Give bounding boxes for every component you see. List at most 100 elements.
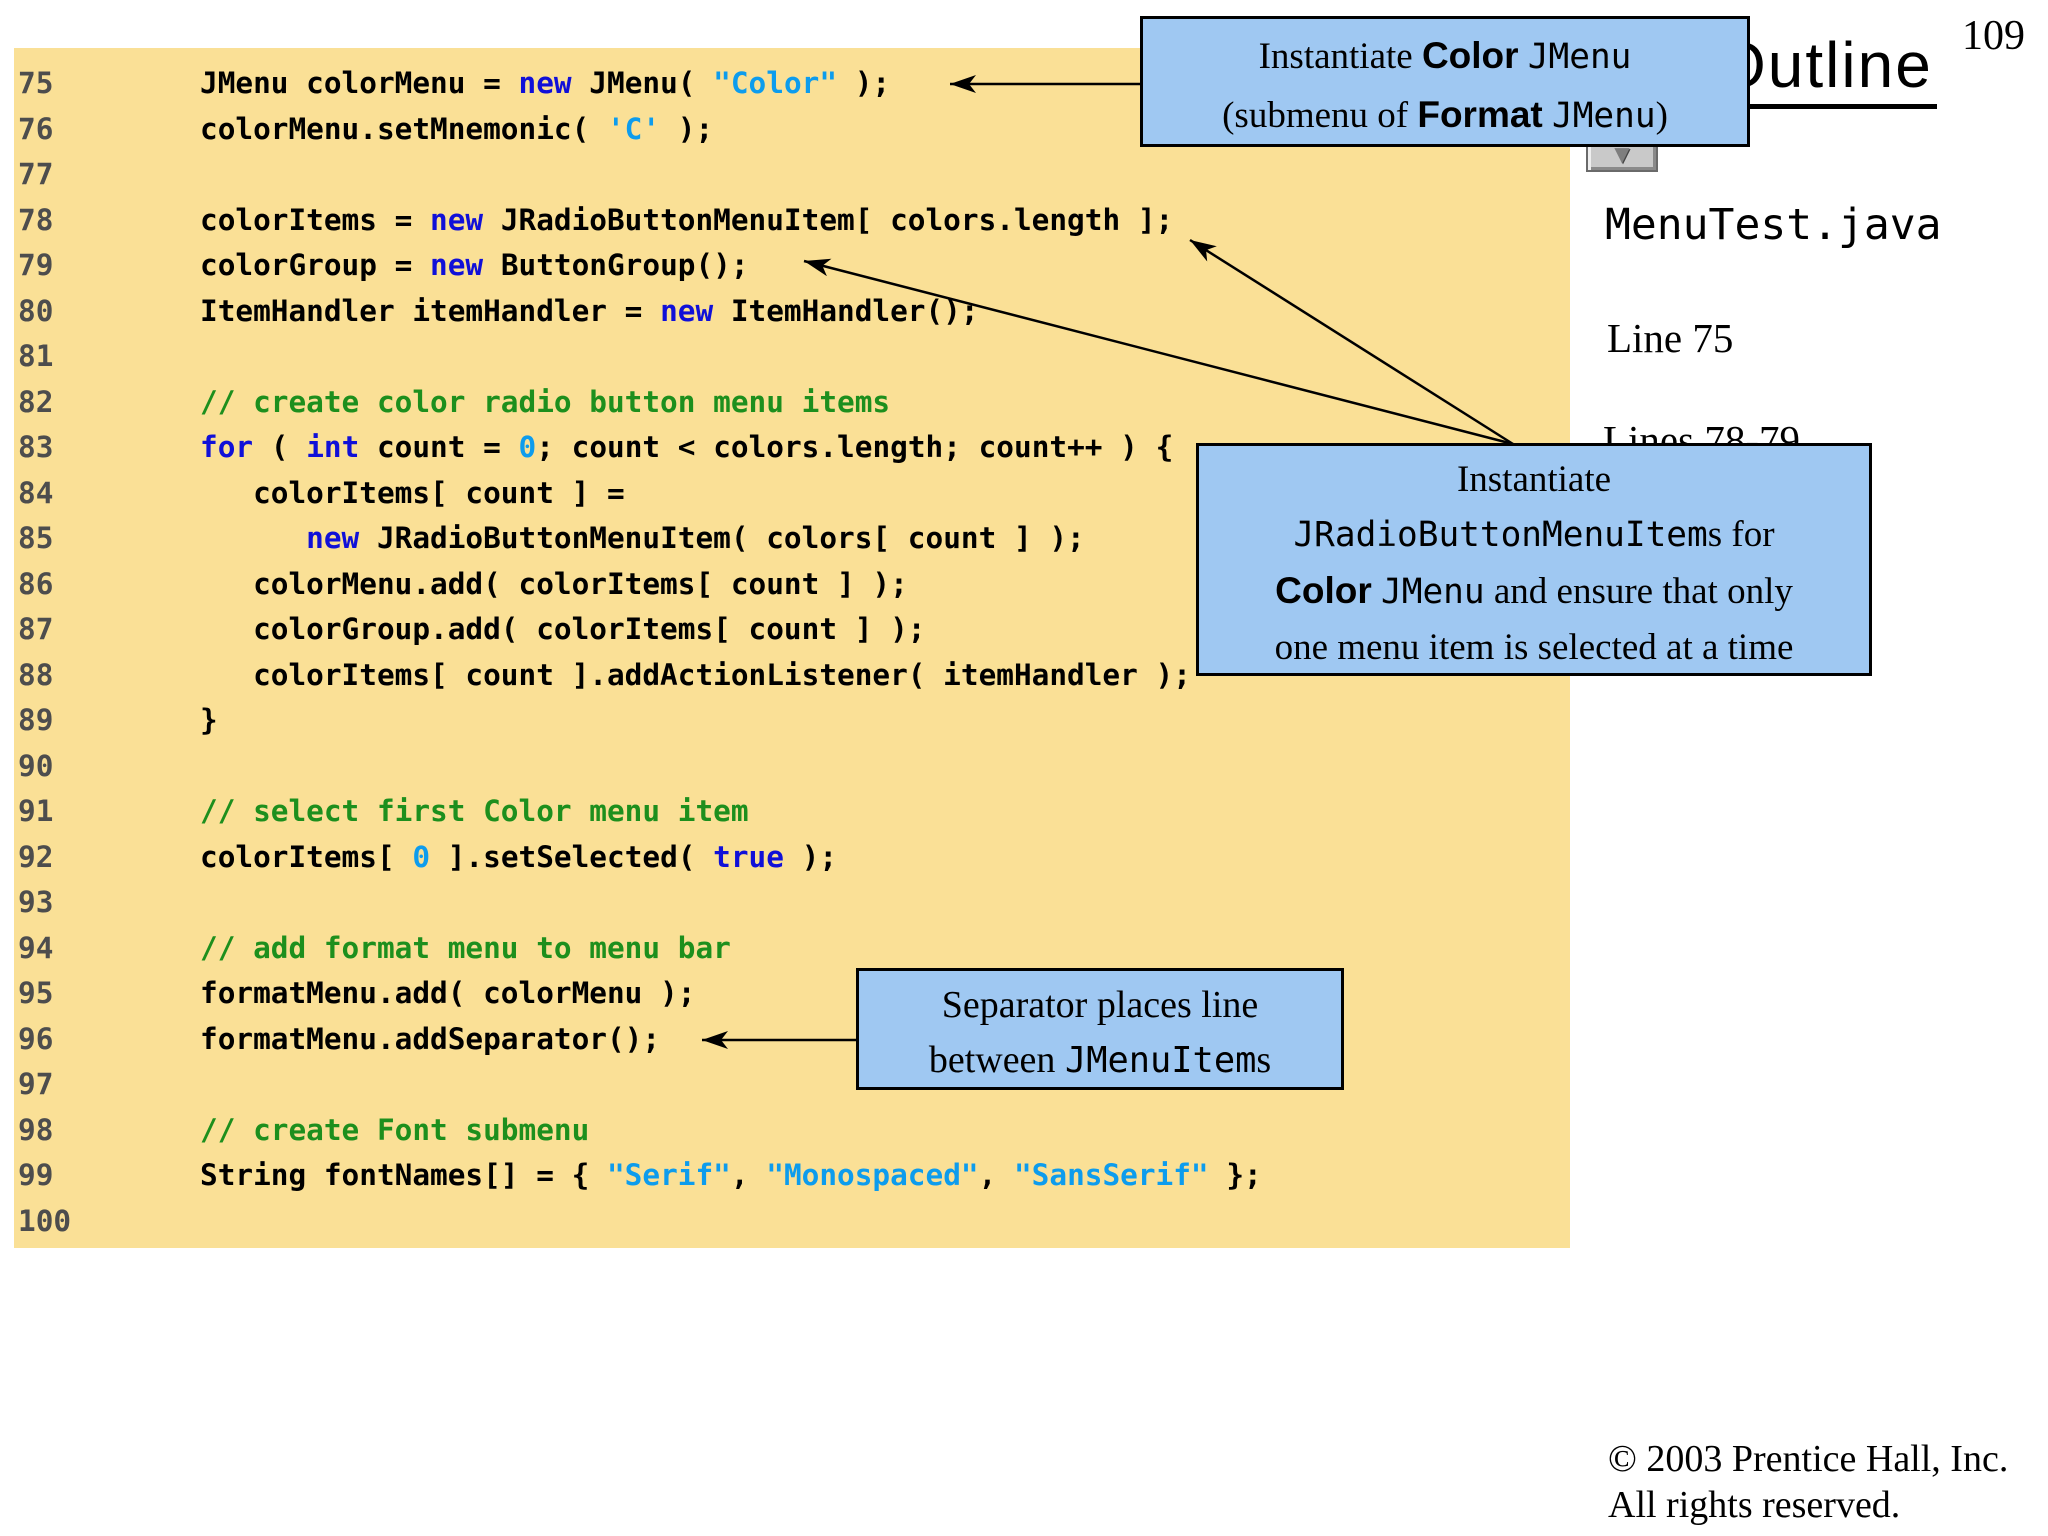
code-segment: "Monospaced" — [766, 1158, 979, 1192]
callout-line: (submenu of Format JMenu) — [1143, 86, 1747, 145]
callout-segment: JMenu — [1381, 572, 1485, 612]
code-segment: formatMenu.addSeparator(); — [200, 1021, 661, 1056]
callout-line: one menu item is selected at a time — [1199, 620, 1869, 675]
code-segment: new — [430, 248, 484, 282]
code-segment: colorMenu.add( colorItems[ count ] ); — [200, 566, 908, 601]
code-segment: // add format menu to menu bar — [200, 930, 731, 965]
copyright-notice: © 2003 Prentice Hall, Inc. All rights re… — [1608, 1436, 2008, 1528]
line-number: 92 — [18, 839, 54, 874]
code-segment: new — [518, 66, 572, 100]
callout-segment — [1519, 36, 1528, 77]
code-line: 84 colorItems[ count ] = — [14, 471, 1570, 517]
callout-segment: JMenu — [1552, 96, 1656, 136]
code-line: 82// create color radio button menu item… — [14, 380, 1570, 426]
line-number: 87 — [18, 612, 54, 646]
code-segment: colorItems[ count ].addActionListener( i… — [200, 657, 1191, 692]
line-number: 100 — [18, 1203, 72, 1238]
code-segment: colorMenu.setMnemonic( — [200, 111, 607, 146]
line-number: 77 — [18, 157, 54, 191]
outline-heading: Outline — [1714, 28, 1937, 109]
code-line: 97 — [14, 1062, 1570, 1108]
callout-instantiate-color-jmenu: Instantiate Color JMenu(submenu of Forma… — [1140, 16, 1750, 147]
code-line: 81 — [14, 334, 1570, 380]
callout-segment: Color — [1421, 35, 1519, 76]
code-segment: JMenu colorMenu = — [200, 66, 519, 100]
code-segment: // select first Color menu item — [200, 794, 749, 828]
line-number: 90 — [18, 748, 54, 783]
copyright-line-1: © 2003 Prentice Hall, Inc. — [1608, 1438, 2009, 1480]
copyright-line-2: All rights reserved. — [1608, 1484, 1901, 1526]
line-number: 78 — [18, 202, 54, 237]
outline-ref-line-75: Line 75 — [1607, 315, 1734, 361]
code-segment — [200, 521, 306, 555]
code-line: 96 formatMenu.addSeparator(); — [14, 1017, 1570, 1063]
line-number: 80 — [18, 293, 54, 328]
code-segment: colorItems = — [200, 202, 431, 237]
line-number: 97 — [18, 1067, 54, 1101]
code-segment: ].setSelected( — [430, 839, 714, 874]
code-segment: new — [306, 521, 360, 555]
code-line: 93 — [14, 880, 1570, 926]
line-number: 81 — [18, 339, 54, 373]
code-segment: "SansSerif" — [1013, 1158, 1209, 1192]
line-number: 99 — [18, 1158, 54, 1192]
line-number: 88 — [18, 657, 54, 692]
code-segment: }; — [1208, 1158, 1262, 1192]
line-number: 79 — [18, 248, 54, 282]
code-line: 76 colorMenu.setMnemonic( 'C' ); — [14, 107, 1570, 153]
callout-segment: between — [928, 1039, 1065, 1081]
code-segment: "Serif" — [606, 1158, 731, 1192]
callout-segment: JMenuItem — [1064, 1040, 1257, 1081]
code-segment: 0 — [518, 430, 537, 464]
line-number: 84 — [18, 475, 54, 510]
code-line: 99 String fontNames[] = { "Serif", "Monos… — [14, 1153, 1570, 1199]
line-number: 94 — [18, 930, 54, 965]
line-number: 85 — [18, 521, 54, 555]
outline-file-name: MenuTest.java — [1605, 200, 1942, 250]
callout-segment: and ensure that only — [1484, 571, 1793, 612]
code-segment: ); — [660, 111, 714, 146]
code-segment: , — [730, 1158, 767, 1192]
code-segment: ; count < colors.length; count++ ) { — [536, 430, 1174, 464]
code-segment: JRadioButtonMenuItem( colors[ count ] ); — [359, 521, 1085, 555]
code-segment: 'C' — [606, 111, 661, 146]
callout-segment: Instantiate — [1258, 36, 1422, 77]
callout-segment: Color — [1275, 570, 1372, 611]
code-segment: new — [430, 202, 484, 237]
line-number: 83 — [18, 430, 54, 464]
code-segment: JMenu( — [571, 66, 714, 100]
callout-segment: s for — [1707, 514, 1775, 555]
callout-segment — [1543, 95, 1552, 136]
code-segment: ); — [783, 839, 838, 874]
page-number: 109 — [1962, 13, 2025, 59]
code-segment: "Color" — [713, 66, 838, 100]
code-segment: ItemHandler(); — [713, 293, 979, 328]
code-line: 94 // add format menu to menu bar — [14, 926, 1570, 972]
callout-segment: JMenu — [1527, 37, 1632, 77]
line-number: 96 — [18, 1021, 54, 1056]
line-number: 89 — [18, 703, 54, 737]
callout-segment: Separator places line — [941, 984, 1259, 1026]
code-segment: colorGroup = — [200, 248, 431, 282]
line-number: 76 — [18, 111, 54, 146]
code-segment: for — [200, 430, 254, 464]
code-segment: new — [660, 293, 714, 328]
code-line: 100 — [14, 1199, 1570, 1245]
code-segment: colorItems[ — [200, 839, 413, 874]
line-number: 93 — [18, 885, 54, 919]
code-segment: formatMenu.add( colorMenu ); — [200, 976, 696, 1010]
line-number: 86 — [18, 566, 54, 601]
line-number: 98 — [18, 1112, 54, 1147]
code-segment: JRadioButtonMenuItem[ colors.length ]; — [483, 202, 1174, 237]
code-segment: colorItems[ count ] = — [200, 475, 625, 510]
code-line: 77 — [14, 152, 1570, 198]
callout-segment: ) — [1655, 95, 1668, 136]
code-segment: true — [713, 839, 784, 874]
code-segment: String fontNames[] = { — [200, 1158, 607, 1192]
callout-line: Color JMenu and ensure that only — [1199, 563, 1869, 620]
line-number: 82 — [18, 384, 54, 419]
